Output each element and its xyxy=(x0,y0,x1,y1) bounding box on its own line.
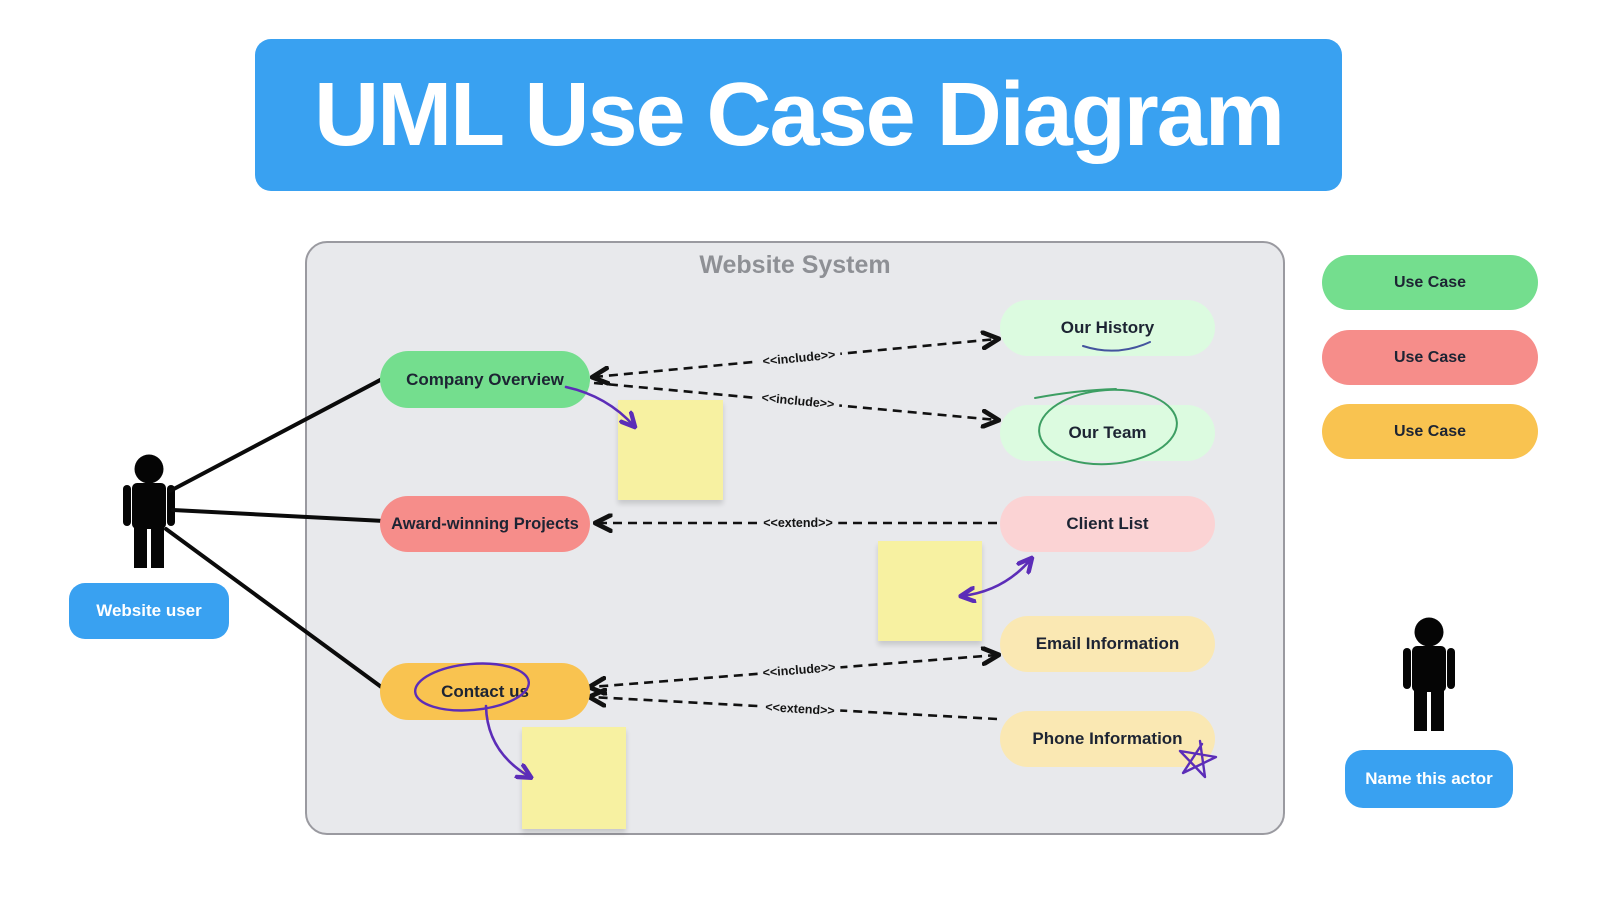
use-case-our-team[interactable]: Our Team xyxy=(1000,405,1215,461)
page-title: UML Use Case Diagram xyxy=(314,64,1285,165)
use-case-company-overview-label: Company Overview xyxy=(406,369,564,389)
legend-use-case-orange-label: Use Case xyxy=(1393,422,1467,440)
sticky-note-3[interactable] xyxy=(522,727,626,829)
legend-use-case-red[interactable]: Use Case xyxy=(1322,330,1538,385)
use-case-phone-information[interactable]: Phone Information xyxy=(1000,711,1215,767)
title-banner[interactable]: UML Use Case Diagram xyxy=(255,39,1342,191)
legend-use-case-green[interactable]: Use Case xyxy=(1322,255,1538,310)
use-case-award-winning-projects[interactable]: Award-winning Projects xyxy=(380,496,590,552)
system-boundary-title: Website System xyxy=(699,251,891,279)
actor-unnamed-icon[interactable] xyxy=(1403,617,1455,732)
actor-website-user-icon[interactable] xyxy=(123,454,175,569)
actor-label-website-user-text: Website user xyxy=(96,601,202,620)
actor-label-name-this-actor[interactable]: Name this actor xyxy=(1345,750,1513,808)
use-case-contact-us[interactable]: Contact us xyxy=(380,663,590,720)
use-case-our-team-label: Our Team xyxy=(1068,423,1147,442)
use-case-email-information[interactable]: Email Information xyxy=(1000,616,1215,672)
use-case-client-list[interactable]: Client List xyxy=(1000,496,1215,552)
use-case-our-history-label: Our History xyxy=(1060,318,1155,337)
legend-use-case-green-label: Use Case xyxy=(1393,273,1467,291)
sticky-note-1[interactable] xyxy=(618,400,723,500)
use-case-email-information-label: Email Information xyxy=(1035,634,1180,653)
use-case-client-list-label: Client List xyxy=(1066,514,1149,533)
legend-use-case-orange[interactable]: Use Case xyxy=(1322,404,1538,459)
legend-use-case-red-label: Use Case xyxy=(1393,348,1467,366)
use-case-company-overview[interactable]: Company Overview xyxy=(380,351,590,408)
use-case-phone-information-label: Phone Information xyxy=(1032,729,1183,748)
use-case-contact-us-label: Contact us xyxy=(441,681,529,701)
connector-label-extend-client-list: <<extend>> xyxy=(758,515,838,531)
actor-label-name-this-actor-text: Name this actor xyxy=(1365,769,1493,788)
sticky-note-2[interactable] xyxy=(878,541,982,641)
use-case-our-history[interactable]: Our History xyxy=(1000,300,1215,356)
use-case-award-winning-projects-label: Award-winning Projects xyxy=(391,514,579,533)
actor-label-website-user[interactable]: Website user xyxy=(69,583,229,639)
